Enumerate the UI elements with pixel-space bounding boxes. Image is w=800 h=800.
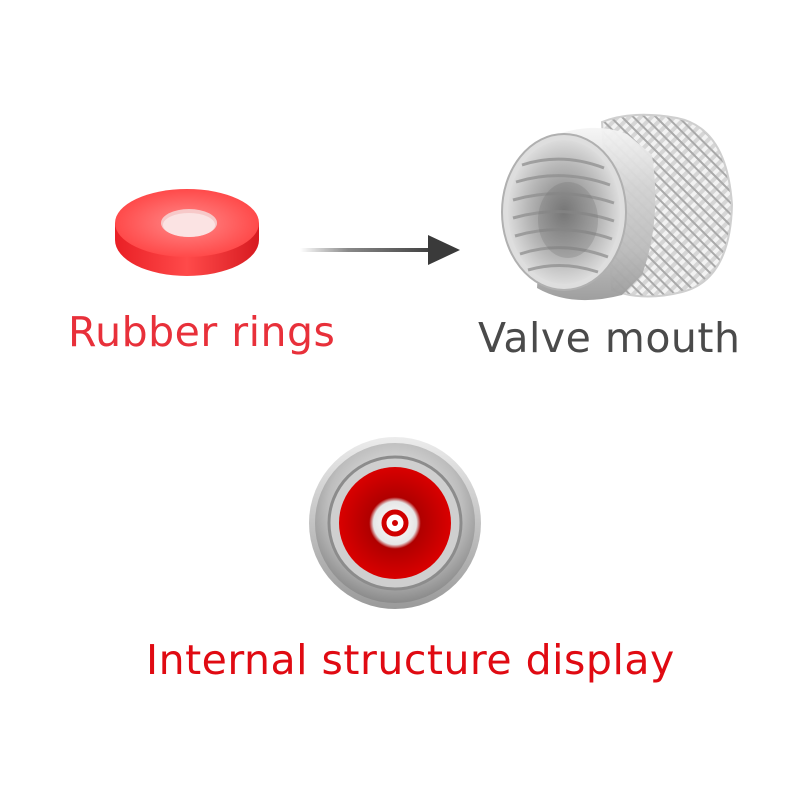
rubber-ring-icon bbox=[115, 189, 259, 276]
valve-mouth-label: Valve mouth bbox=[478, 314, 741, 362]
valve-internal-icon bbox=[309, 437, 481, 609]
internal-structure-label: Internal structure display bbox=[146, 636, 675, 684]
rubber-rings-label: Rubber rings bbox=[68, 308, 336, 356]
valve-cap-icon bbox=[501, 113, 734, 301]
arrow-right-icon bbox=[300, 235, 460, 265]
